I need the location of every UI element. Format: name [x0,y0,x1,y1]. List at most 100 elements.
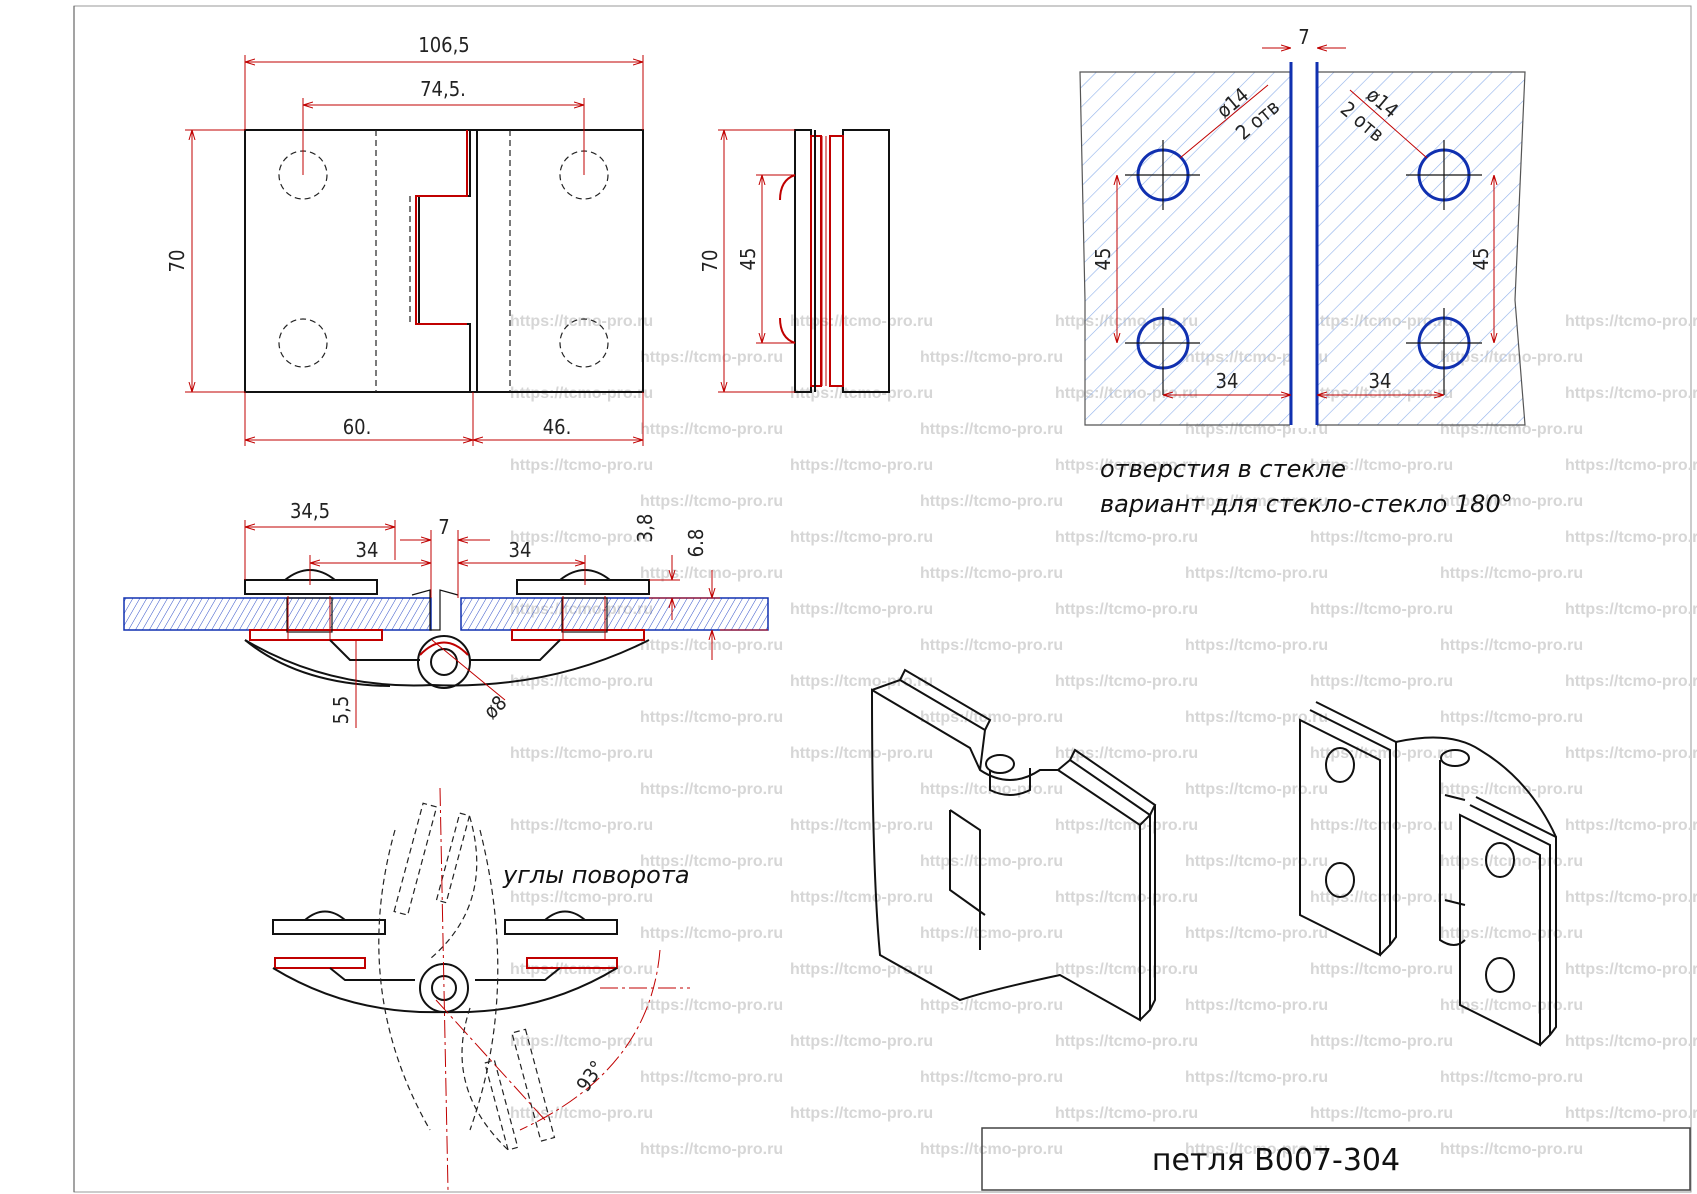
watermark-text: https://tcmo-pro.ru [1310,889,1453,906]
watermark-text: https://tcmo-pro.ru [1440,997,1583,1014]
watermark-text: https://tcmo-pro.ru [1440,565,1583,582]
watermark-text: https://tcmo-pro.ru [790,889,933,906]
watermark-text: https://tcmo-pro.ru [640,421,783,438]
iso-hinge-back [1299,701,1557,1047]
dim-section-plate: 3,8 [633,514,657,543]
watermark-text: https://tcmo-pro.ru [1565,385,1697,402]
dim-glass-left-spacing: 45 [1091,248,1115,271]
dim-rotation-angle: 93° [571,1056,609,1096]
watermark-text: https://tcmo-pro.ru [920,565,1063,582]
watermark-text: https://tcmo-pro.ru [1310,745,1453,762]
watermark-text: https://tcmo-pro.ru [1185,565,1328,582]
dim-front-width-total: 106,5 [418,33,470,57]
watermark-text: https://tcmo-pro.ru [790,961,933,978]
watermark-text: https://tcmo-pro.ru [640,853,783,870]
watermark-text: https://tcmo-pro.ru [790,601,933,618]
caption-rotation: углы поворота [502,861,690,889]
watermark-text: https://tcmo-pro.ru [1185,925,1328,942]
watermark-text: https://tcmo-pro.ru [920,997,1063,1014]
dim-front-hole-spacing: 74,5. [420,77,466,101]
watermark-text: https://tcmo-pro.ru [1565,673,1697,690]
watermark-text: https://tcmo-pro.ru [1440,709,1583,726]
watermark-text: https://tcmo-pro.ru [1055,1105,1198,1122]
watermark-text: https://tcmo-pro.ru [1055,817,1198,834]
dim-section-pin-diameter: ø8 [479,691,512,724]
watermark-text: https://tcmo-pro.ru [1310,817,1453,834]
watermark-text: https://tcmo-pro.ru [1440,1141,1583,1158]
dim-glass-gap: 7 [1298,25,1309,49]
iso-hinge-front [870,668,1157,1022]
watermark-text: https://tcmo-pro.ru [790,745,933,762]
watermark-text: https://tcmo-pro.ru [1440,853,1583,870]
watermark-text: https://tcmo-pro.ru [1310,457,1453,474]
watermark-text: https://tcmo-pro.ru [1565,961,1697,978]
watermark-text: https://tcmo-pro.ru [920,925,1063,942]
watermark-text: https://tcmo-pro.ru [510,817,653,834]
watermark-text: https://tcmo-pro.ru [1310,529,1453,546]
watermark-text: https://tcmo-pro.ru [1185,1069,1328,1086]
watermark-text: https://tcmo-pro.ru [510,889,653,906]
watermark-text: https://tcmo-pro.ru [1440,925,1583,942]
dim-section-hole-left: 34 [356,538,379,562]
watermark-text: https://tcmo-pro.ru [1310,601,1453,618]
drawing-title: петля B007-304 [1152,1143,1400,1178]
watermark-text: https://tcmo-pro.ru [1440,1069,1583,1086]
dim-glass-left-offset: 34 [1216,369,1239,393]
watermark-text: https://tcmo-pro.ru [510,457,653,474]
watermark-text: https://tcmo-pro.ru [1310,1105,1453,1122]
watermark-text: https://tcmo-pro.ru [1055,889,1198,906]
rotation-view: 93° углы поворота [272,787,690,1191]
dim-glass-right-spacing: 45 [1469,248,1493,271]
watermark-text: https://tcmo-pro.ru [640,925,783,942]
watermark-text: https://tcmo-pro.ru [920,637,1063,654]
dim-side-hole-spacing: 45 [736,248,760,271]
caption-holes: отверстия в стекле [1100,455,1346,483]
watermark-text: https://tcmo-pro.ru [510,961,653,978]
watermark-text: https://tcmo-pro.ru [510,313,653,330]
dim-front-height: 70 [165,250,189,273]
dim-front-left: 60. [343,415,372,439]
dim-section-depth: 5,5 [329,696,353,725]
watermark-text: https://tcmo-pro.ru [1185,709,1328,726]
watermark-text: https://tcmo-pro.ru [1565,1033,1697,1050]
dim-glass-right-offset: 34 [1369,369,1392,393]
watermark-text: https://tcmo-pro.ru [1310,673,1453,690]
watermark-text: https://tcmo-pro.ru [1440,781,1583,798]
title-block: петля B007-304 [981,1127,1691,1191]
watermark-text: https://tcmo-pro.ru [640,781,783,798]
watermark-text: https://tcmo-pro.ru [1565,601,1697,618]
watermark-text: https://tcmo-pro.ru [790,1033,933,1050]
watermark-text: https://tcmo-pro.ru [1055,745,1198,762]
watermark-text: https://tcmo-pro.ru [920,1141,1063,1158]
watermark-text: https://tcmo-pro.ru [790,673,933,690]
watermark-text: https://tcmo-pro.ru [510,1033,653,1050]
glass-holes-view: 7 ø14 2 отв ø14 2 отв 45 45 34 34 отверс… [1079,25,1526,518]
watermark-text: https://tcmo-pro.ru [1565,529,1697,546]
watermark-text: https://tcmo-pro.ru [1310,1033,1453,1050]
watermark-text: https://tcmo-pro.ru [1185,493,1328,510]
watermark-text: https://tcmo-pro.ru [1055,457,1198,474]
watermark-text: https://tcmo-pro.ru [640,493,783,510]
watermark-text: https://tcmo-pro.ru [1055,601,1198,618]
watermark-text: https://tcmo-pro.ru [920,421,1063,438]
watermark-text: https://tcmo-pro.ru [1565,889,1697,906]
watermark-text: https://tcmo-pro.ru [1310,961,1453,978]
watermark-text: https://tcmo-pro.ru [1185,637,1328,654]
watermark-text: https://tcmo-pro.ru [1565,313,1697,330]
front-view: 106,5 74,5. 70 60. 46. [165,33,644,446]
watermark-text: https://tcmo-pro.ru [1185,1141,1328,1158]
watermark-text: https://tcmo-pro.ru [510,1105,653,1122]
watermark-layer: https://tcmo-pro.ru https://tcmo-pro.ru ht… [510,313,1697,1158]
watermark-text: https://tcmo-pro.ru [510,529,653,546]
section-view: 34,5 34 7 34 3,8 6.8 5,5 ø8 [123,499,769,728]
side-view: 70 45 [698,129,890,393]
watermark-text: https://tcmo-pro.ru [640,709,783,726]
watermark-text: https://tcmo-pro.ru [1440,493,1583,510]
watermark-text: https://tcmo-pro.ru [790,385,933,402]
dim-section-glass: 6.8 [684,529,708,558]
watermark-text: https://tcmo-pro.ru [1055,961,1198,978]
watermark-text: https://tcmo-pro.ru [1055,529,1198,546]
watermark-text: https://tcmo-pro.ru [640,997,783,1014]
watermark-text: https://tcmo-pro.ru [920,853,1063,870]
watermark-text: https://tcmo-pro.ru [640,1069,783,1086]
